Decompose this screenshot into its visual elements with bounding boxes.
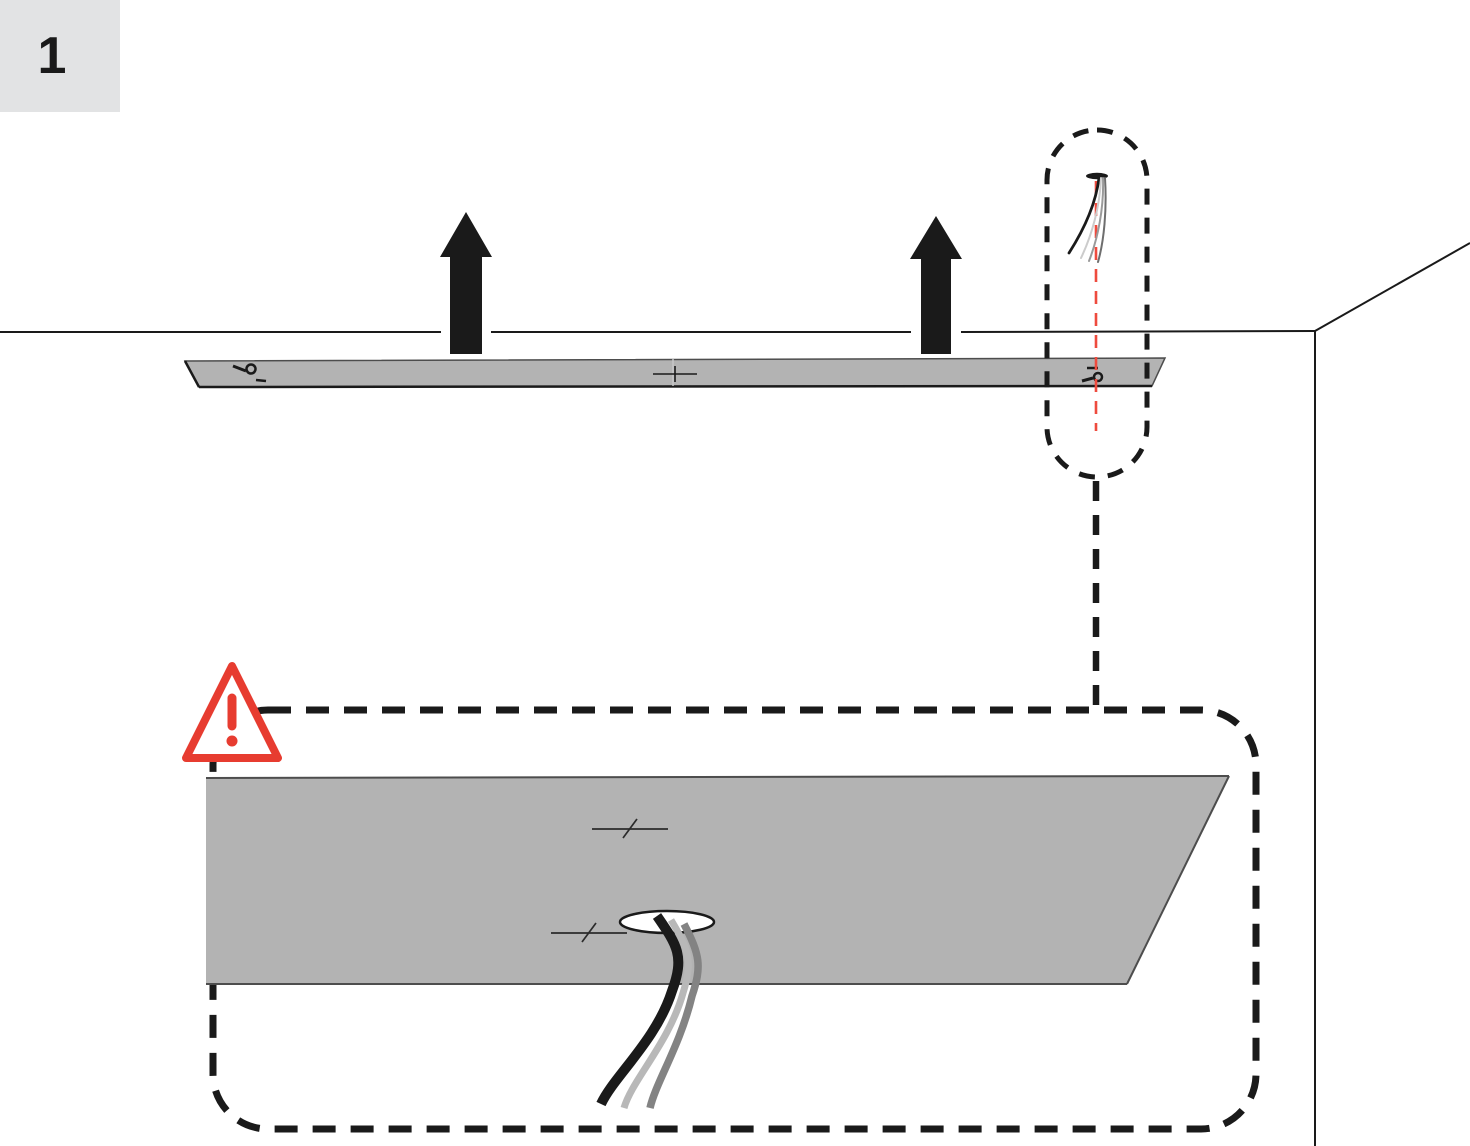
hanging-wires bbox=[596, 913, 702, 1110]
drill-mark-lower bbox=[551, 922, 627, 943]
detail-oval-callout bbox=[1044, 127, 1150, 480]
warning-triangle-icon bbox=[182, 662, 282, 762]
ceiling-corner-diagonal-line bbox=[1314, 242, 1470, 332]
ceiling-wall-lines bbox=[0, 242, 1470, 1146]
rail-keyhole-left bbox=[232, 363, 267, 383]
wire-light-gray bbox=[620, 918, 692, 1110]
drill-mark-upper bbox=[592, 818, 668, 839]
step-number-badge: 1 bbox=[0, 0, 120, 112]
up-arrow-right bbox=[910, 216, 962, 354]
wire-black bbox=[596, 913, 684, 1107]
step-number: 1 bbox=[37, 27, 67, 85]
rail-center-mark bbox=[653, 366, 697, 382]
mounting-rail bbox=[183, 357, 1167, 389]
ceiling-panel bbox=[205, 775, 1230, 985]
up-arrow-left bbox=[440, 212, 492, 354]
ceiling-wires bbox=[1067, 172, 1108, 263]
wire-dark-gray bbox=[646, 922, 702, 1109]
